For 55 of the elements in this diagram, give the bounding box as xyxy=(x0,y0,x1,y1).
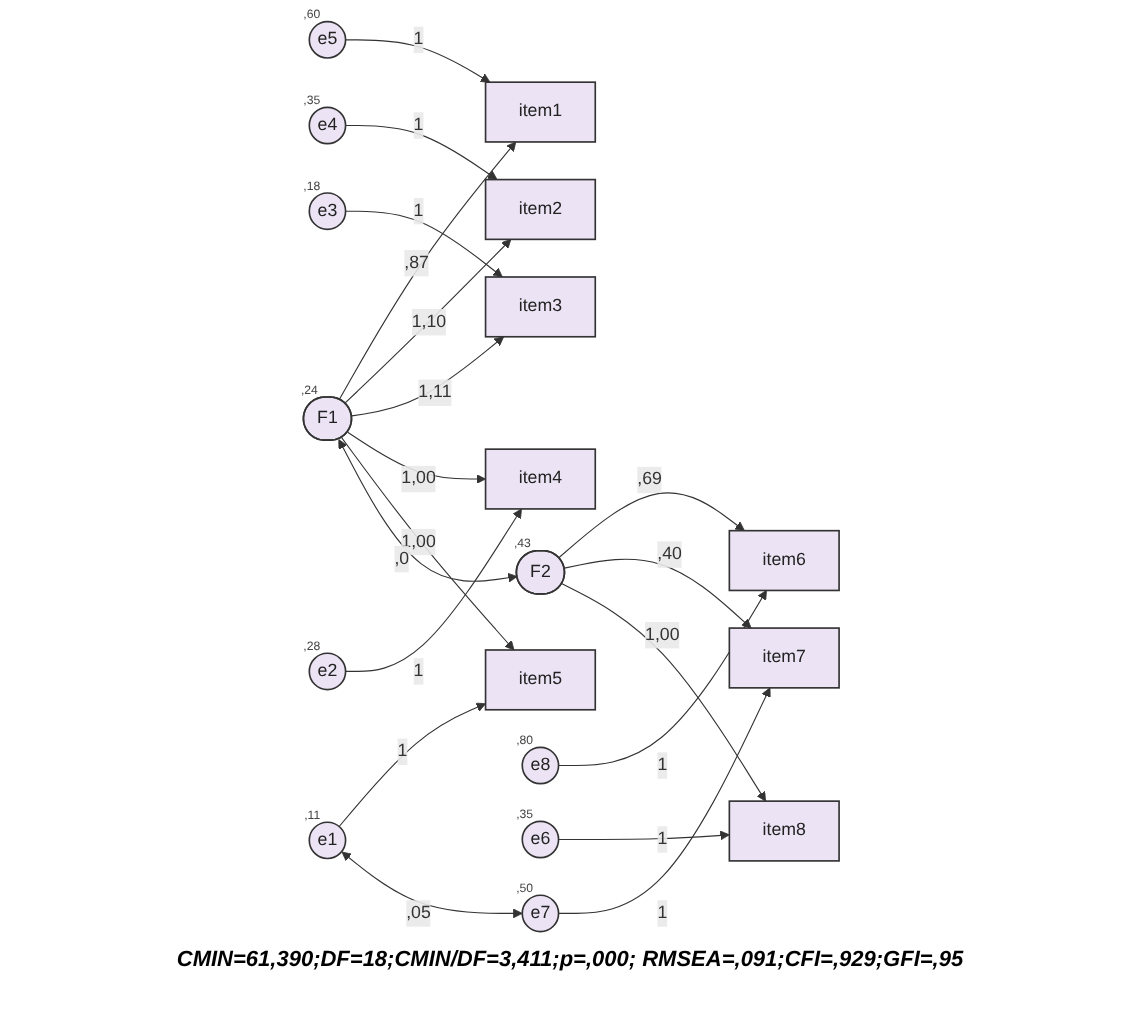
error-term-circle: e7 xyxy=(521,894,560,933)
arrow xyxy=(345,210,503,278)
edge-label: 1,11 xyxy=(418,382,452,402)
observed-variable-box: item4 xyxy=(484,448,597,510)
error-term-circle: e4 xyxy=(308,106,347,145)
arrow xyxy=(344,238,512,404)
arrow xyxy=(338,439,518,583)
error-term-circle: e6 xyxy=(521,820,560,859)
observed-variable-box: item8 xyxy=(728,800,840,862)
arrow xyxy=(351,336,505,417)
arrow xyxy=(345,508,522,672)
latent-factor-ellipse: F2 xyxy=(515,549,566,595)
edge-label: ,40 xyxy=(657,544,682,564)
edge-label: 1,10 xyxy=(411,312,447,332)
observed-variable-box: item1 xyxy=(484,81,597,143)
edge-label: 1 xyxy=(657,903,668,923)
observed-variable-box: item2 xyxy=(484,178,597,241)
arrow xyxy=(563,558,752,629)
edge-label: 1 xyxy=(413,29,424,49)
latent-factor-ellipse: F1 xyxy=(302,396,353,442)
arrow xyxy=(558,590,767,767)
error-term-circle: e3 xyxy=(308,192,347,231)
arrow xyxy=(345,124,498,181)
edge-label: 1 xyxy=(657,829,668,849)
observed-variable-box: item7 xyxy=(728,627,840,689)
edge-label: 1 xyxy=(413,115,424,135)
error-term-circle: e5 xyxy=(308,20,347,59)
arrow xyxy=(347,431,486,484)
observed-variable-box: item3 xyxy=(484,276,597,338)
edge-label: 1 xyxy=(413,661,424,681)
arrow xyxy=(558,492,745,559)
edge-label: ,05 xyxy=(406,903,431,923)
edge-label: 1,00 xyxy=(401,469,436,488)
error-term-circle: e2 xyxy=(308,652,347,691)
edge-label: 1,00 xyxy=(401,532,436,551)
arrow xyxy=(338,702,486,828)
edge-label: ,87 xyxy=(404,253,429,273)
edge-label: 1 xyxy=(413,201,424,221)
observed-variable-box: item5 xyxy=(484,649,597,711)
error-term-circle: e8 xyxy=(521,746,560,785)
edge-label: 1 xyxy=(657,755,668,775)
arrow xyxy=(341,437,515,651)
fit-statistics-caption: CMIN=61,390;DF=18;CMIN/DF=3,411;p=,000; RMSEA=,091;CFI=,929;GFI=,95 xyxy=(174,946,966,976)
edge-label: 1 xyxy=(397,741,408,761)
observed-variable-box: item6 xyxy=(728,529,840,592)
arrow xyxy=(561,583,767,802)
arrow xyxy=(345,39,491,83)
arrow xyxy=(341,851,523,919)
arrow xyxy=(558,830,730,841)
edge-label: ,0 xyxy=(394,549,410,568)
edge-label: 1,00 xyxy=(645,625,680,645)
error-term-circle: e1 xyxy=(308,821,347,860)
arrow xyxy=(558,687,771,914)
arrow xyxy=(338,141,517,401)
edge-label: ,69 xyxy=(637,470,662,489)
